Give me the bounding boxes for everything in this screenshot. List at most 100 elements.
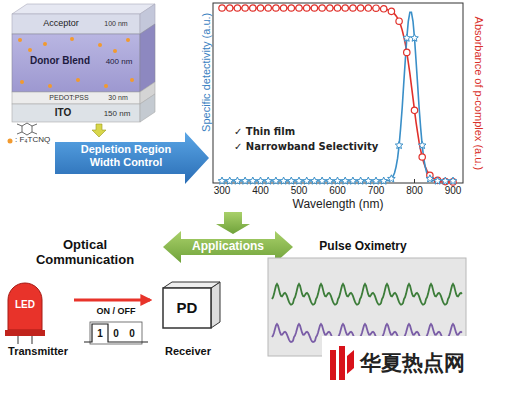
text-label: 300 [206, 185, 238, 197]
text-label: ✓ Narrowband Selectivity [234, 141, 394, 153]
star-marker [264, 177, 272, 184]
text-label: : F₄TCNQ [15, 135, 75, 144]
circle-marker [288, 5, 294, 11]
node-sublabel: Receiver [150, 345, 226, 358]
watermark-box [322, 336, 508, 392]
led-symbol [5, 283, 45, 344]
node-label: ITO [30, 107, 96, 119]
circle-marker [373, 5, 379, 11]
text-label: 600 [322, 185, 354, 197]
detectivity-curve [222, 12, 453, 181]
text-label: Absorbance of p-complex (a.u.) [473, 8, 486, 178]
text-label: 0 [126, 328, 138, 340]
node-sublabel: 150 nm [96, 109, 138, 118]
pulse-wave [272, 284, 462, 305]
down-arrow [216, 212, 250, 234]
star-marker [311, 177, 319, 184]
node-label: PEDOT:PSS [38, 94, 100, 102]
device-stack [12, 4, 155, 122]
circle-marker [296, 5, 302, 11]
star-marker [218, 177, 226, 184]
node-label: 华夏热点网 [360, 351, 504, 375]
applications-arrow: Applications [163, 230, 293, 264]
star-marker [388, 175, 396, 182]
node-label: Acceptor [30, 18, 92, 28]
star-marker [241, 177, 249, 184]
circle-marker [250, 5, 256, 11]
node-label: LED [8, 299, 42, 311]
circle-marker [327, 5, 333, 11]
spectra-curves [218, 5, 457, 185]
pd-receiver: PD Receiver [150, 282, 226, 362]
circle-marker [280, 5, 286, 11]
circle-marker [342, 5, 348, 11]
star-marker [334, 177, 342, 184]
text-label: Specific detectivity (a.u.) [200, 0, 213, 147]
text-label: 900 [437, 185, 469, 197]
signal-arrow [74, 299, 150, 302]
star-marker [380, 177, 388, 184]
plot-frame [213, 3, 463, 183]
star-marker [257, 177, 265, 184]
circle-marker [350, 5, 356, 11]
text-label: 500 [283, 185, 315, 197]
node-label: Pulse Oximetry [278, 240, 448, 254]
circle-marker [404, 49, 410, 55]
node-sublabel: 30 nm [100, 94, 136, 102]
node-sublabel: Transmitter [2, 345, 74, 358]
layer-acceptor: Acceptor100 nm [12, 14, 140, 34]
circle-marker [381, 6, 387, 12]
star-marker [272, 177, 280, 184]
circle-marker [419, 154, 425, 160]
circle-marker [311, 5, 317, 11]
star-marker [318, 177, 326, 184]
star-marker [372, 177, 380, 184]
circle-marker [273, 5, 279, 11]
text-label: Wavelength (nm) [278, 198, 398, 212]
layer-ito: ITO150 nm [12, 104, 140, 122]
led-transmitter: LED Transmitter [2, 280, 74, 362]
watermark: 华夏热点网 [322, 336, 508, 392]
circle-marker [388, 8, 394, 14]
layer-pedot: PEDOT:PSS30 nm [12, 92, 140, 104]
circle-marker [396, 18, 402, 24]
node-label: PD [163, 299, 211, 316]
circle-marker [304, 5, 310, 11]
node-label: Donor Blend [18, 55, 102, 67]
text-label: 700 [360, 185, 392, 197]
star-marker [365, 177, 373, 184]
circle-marker [319, 5, 325, 11]
absorbance-curve [222, 8, 453, 182]
dopant-dots [8, 37, 135, 144]
star-marker [226, 177, 234, 184]
circle-marker [357, 5, 363, 11]
star-marker [357, 177, 365, 184]
node-sublabel: 100 nm [94, 20, 138, 28]
star-marker [349, 177, 357, 184]
circle-marker [334, 5, 340, 11]
molecule [17, 123, 37, 135]
star-marker [249, 177, 257, 184]
star-marker [434, 177, 442, 184]
pulse-waves [272, 284, 462, 342]
pulse-oximetry: Pulse Oximetry [268, 238, 466, 356]
signal-waveform [84, 322, 148, 344]
star-marker [234, 177, 242, 184]
depletion-arrow [55, 132, 209, 184]
node-label: Applications [183, 240, 273, 254]
star-marker [280, 177, 288, 184]
text-label: 400 [245, 185, 277, 197]
star-marker [326, 177, 334, 184]
circle-marker [219, 5, 225, 11]
circle-marker [265, 5, 271, 11]
star-marker [411, 34, 419, 41]
circle-marker [434, 177, 440, 183]
star-marker [449, 177, 457, 184]
text-label: Optical Communication [20, 238, 150, 268]
star-marker [288, 177, 296, 184]
star-marker [295, 177, 303, 184]
circle-marker [257, 5, 263, 11]
depletion-control-arrow: Depletion Region Width Control [55, 132, 210, 184]
circle-marker [365, 5, 371, 11]
star-marker [403, 34, 411, 41]
